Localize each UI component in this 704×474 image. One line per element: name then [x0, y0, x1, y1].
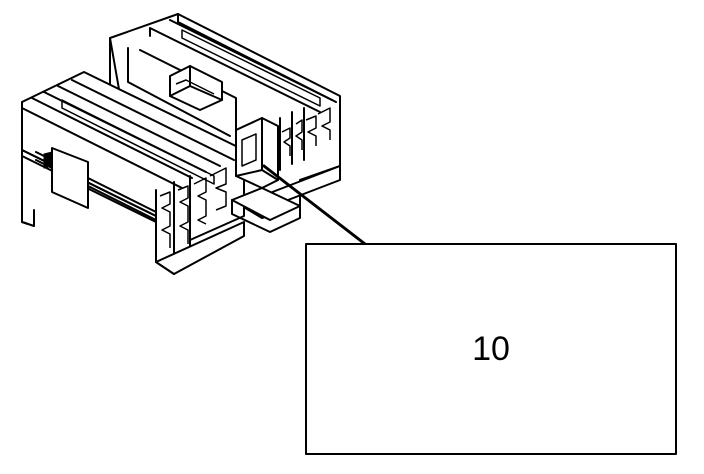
front-connector-housing [21, 71, 245, 275]
callout-box [305, 243, 677, 455]
rear-connector-housing [109, 13, 341, 219]
leader-line [262, 164, 367, 246]
callout-label: 10 [472, 330, 510, 368]
